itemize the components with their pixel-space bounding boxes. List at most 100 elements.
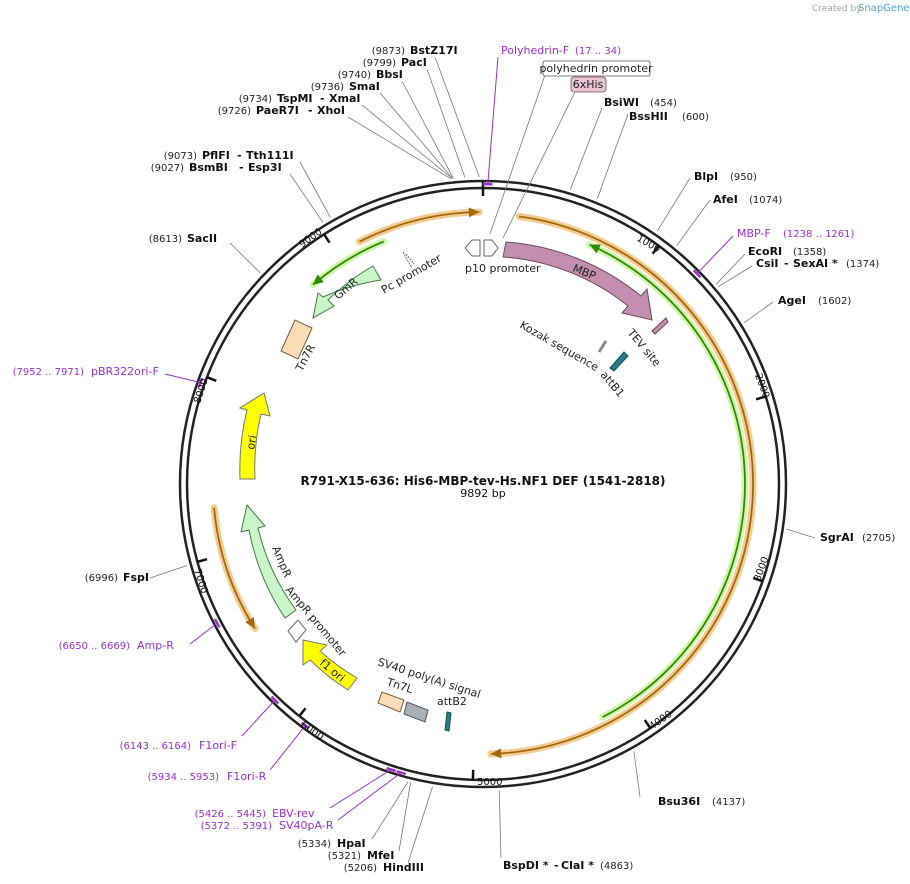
site-label-bspdi-clai[interactable]: BspDI *-ClaI *(4863) — [503, 859, 633, 872]
orf-arc-left-head — [245, 617, 255, 629]
site-label-paci[interactable]: (9799)PacI — [363, 56, 427, 69]
tick-1 — [651, 244, 660, 255]
p10-promoter-arrows[interactable] — [464, 239, 499, 257]
site-label-pflfi-tth111i[interactable]: (9073)PflFI-Tth111I — [164, 149, 294, 162]
polyhedrin-promoter-label[interactable]: polyhedrin promoter — [539, 60, 653, 77]
svg-text:BlpI: BlpI — [694, 170, 718, 183]
primer-label-pbr322ori-f[interactable]: (7952 .. 7971)pBR322ori-F — [13, 365, 159, 378]
svg-text:Bsu36I: Bsu36I — [658, 795, 700, 808]
svg-text:(9073): (9073) — [164, 151, 197, 162]
site-leader-10 — [371, 781, 409, 840]
svg-text:(4137): (4137) — [712, 797, 745, 808]
site-label-bbsi[interactable]: (9740)BbsI — [338, 68, 403, 81]
svg-text:(1074): (1074) — [749, 195, 782, 206]
site-label-paer7i-xhoi[interactable]: (9726)PaeR7I-XhoI — [218, 104, 345, 117]
ampr-promoter-glyph[interactable] — [287, 619, 307, 643]
orf-arc-top-glow — [356, 208, 483, 246]
site-label-hpai[interactable]: (5334)HpaI — [298, 837, 366, 850]
site-leader-4 — [361, 104, 453, 179]
svg-text:F1ori-F: F1ori-F — [199, 739, 237, 752]
tev-site[interactable] — [651, 317, 669, 335]
primer-label-mbp-f[interactable]: MBP-F(1238 .. 1261) — [737, 227, 855, 240]
site-label-sacii[interactable]: (8613)SacII — [149, 232, 217, 245]
svg-text:6xHis: 6xHis — [573, 78, 604, 91]
tn7r-box[interactable] — [280, 319, 313, 360]
primer-mark-4 — [270, 695, 280, 705]
svg-text:ClaI *: ClaI * — [561, 859, 594, 872]
site-leader-20 — [656, 177, 691, 232]
svg-text:AfeI: AfeI — [713, 193, 738, 206]
primer-label-f1ori-r[interactable]: (5934 .. 5953)F1ori-R — [148, 770, 267, 783]
primer-leader-6 — [329, 769, 392, 809]
svg-text:BbsI: BbsI — [376, 68, 403, 81]
pc-promoter-glyph[interactable] — [402, 251, 415, 269]
attb1-glyph[interactable] — [609, 351, 629, 372]
svg-text:BsmBI: BsmBI — [189, 161, 228, 174]
primer-label-polyhedrin-f[interactable]: Polyhedrin-F(17 .. 34) — [501, 44, 621, 57]
f1-ori-arrow[interactable] — [302, 639, 358, 691]
svg-text:SV40pA-R: SV40pA-R — [279, 819, 334, 832]
svg-text:(1358): (1358) — [793, 247, 826, 258]
site-label-smai[interactable]: (9736)SmaI — [311, 80, 380, 93]
site-label-bsshii[interactable]: BssHII(600) — [629, 110, 709, 123]
orf-arc-top-head — [468, 207, 480, 218]
site-label-csii-sexai[interactable]: CsiI-SexAI *(1374) — [756, 257, 879, 270]
svg-text:EBV-rev: EBV-rev — [272, 807, 315, 820]
svg-text:(6143 .. 6164): (6143 .. 6164) — [120, 741, 192, 752]
kozak-glyph[interactable] — [597, 340, 608, 353]
site-leader-12 — [407, 786, 433, 864]
tick-marks — [197, 233, 767, 780]
site-leader-2 — [401, 80, 454, 179]
svg-text:(600): (600) — [682, 112, 709, 123]
site-leader-16 — [743, 301, 774, 324]
site-label-hindiii[interactable]: (5206)HindIII — [344, 861, 424, 874]
site-label-agei[interactable]: AgeI(1602) — [778, 294, 851, 307]
svg-text:-: - — [784, 257, 789, 270]
site-label-ecori[interactable]: EcoRI(1358) — [748, 245, 826, 258]
svg-text:-: - — [237, 149, 242, 162]
site-label-bstz17i[interactable]: (9873)BstZ17I — [372, 44, 458, 57]
svg-text:(4863): (4863) — [600, 861, 633, 872]
mbp-arrow[interactable] — [502, 241, 653, 321]
svg-text:(2705): (2705) — [862, 533, 895, 544]
primer-label-sv40pa-r[interactable]: (5372 .. 5391)SV40pA-R — [201, 819, 334, 832]
sv40-box[interactable] — [403, 701, 429, 723]
primer-label-ebv-rev[interactable]: (5426 .. 5445)EBV-rev — [195, 807, 315, 820]
site-leader-17 — [717, 265, 753, 288]
svg-text:SexAI *: SexAI * — [793, 257, 838, 270]
site-label-blpi[interactable]: BlpI(950) — [694, 170, 757, 183]
svg-text:FspI: FspI — [123, 571, 149, 584]
svg-text:2000: 2000 — [752, 372, 771, 400]
primer-label-amp-r[interactable]: (6650 .. 6669)Amp-R — [59, 639, 175, 652]
his-tag-label[interactable]: 6xHis — [570, 76, 607, 93]
attb2-glyph[interactable] — [444, 711, 452, 732]
tn7l-box[interactable] — [377, 691, 405, 713]
svg-text:(9726): (9726) — [218, 106, 251, 117]
orf-arc-main-head — [490, 748, 502, 759]
svg-text:(17 .. 34): (17 .. 34) — [575, 46, 621, 57]
site-label-bsiwi[interactable]: BsiWI(454) — [604, 96, 677, 109]
site-label-mfei[interactable]: (5321)MfeI — [328, 849, 395, 862]
site-leader-14 — [633, 751, 641, 798]
svg-text:6000: 6000 — [298, 719, 325, 743]
ori-arrow[interactable] — [238, 392, 271, 480]
ampr-arrow[interactable] — [240, 503, 297, 619]
primer-label-f1ori-f[interactable]: (6143 .. 6164) F1ori-F — [120, 739, 237, 752]
svg-text:(454): (454) — [650, 98, 677, 109]
plasmid-title: R791-X15-636: His6-MBP-tev-Hs.NF1 DEF (1… — [301, 474, 666, 488]
site-label-tspmi-xmai[interactable]: (9734)TspMI-XmaI — [239, 92, 361, 105]
tick-9 — [323, 233, 331, 244]
site-leader-5 — [347, 116, 451, 180]
ori-label: ori — [244, 434, 259, 450]
primer-leader-0 — [487, 56, 499, 185]
site-label-bsu36i[interactable]: Bsu36I (4137) — [658, 795, 745, 808]
primer-leader-2 — [164, 373, 201, 384]
site-label-fspi[interactable]: (6996)FspI — [85, 571, 149, 584]
site-label-afei[interactable]: AfeI (1074) — [713, 193, 782, 206]
site-label-bsmbi-esp3i[interactable]: (9027)BsmBI-Esp3I — [151, 161, 282, 174]
site-label-sgrai[interactable]: SgrAI(2705) — [820, 531, 895, 544]
svg-text:(9736): (9736) — [311, 82, 344, 93]
svg-text:(7952 .. 7971): (7952 .. 7971) — [13, 367, 85, 378]
site-leader-1 — [426, 68, 466, 178]
gmr-arrow[interactable] — [312, 265, 382, 319]
